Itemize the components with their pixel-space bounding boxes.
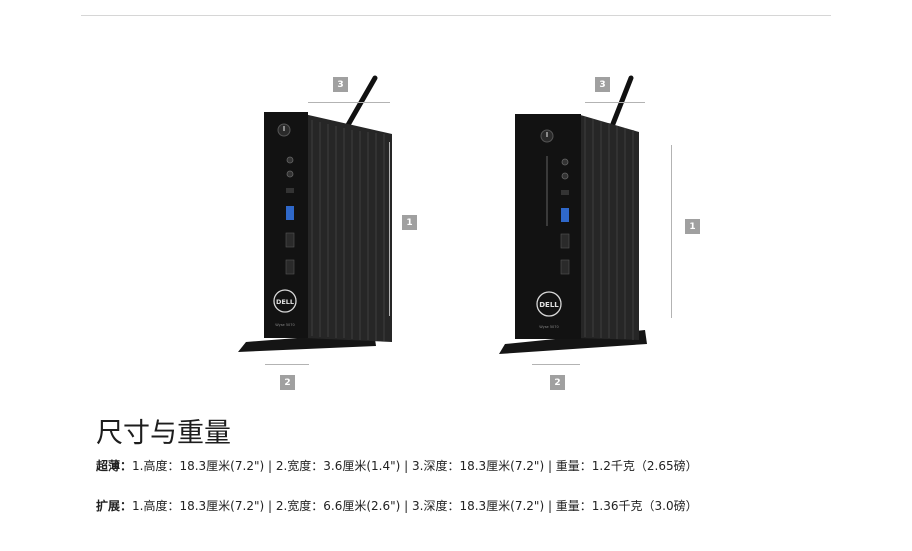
- width-line: [532, 364, 580, 365]
- width-line: [265, 364, 309, 365]
- depth-badge: 3: [333, 77, 348, 92]
- height-line: [389, 142, 390, 316]
- extended-client-illustration: DELL Wyse 5070: [499, 75, 647, 354]
- height-badge: 1: [402, 215, 417, 230]
- thin-client-illustration: DELL Wyse 5070: [238, 75, 392, 352]
- depth-badge: 3: [595, 77, 610, 92]
- model-label: Wyse 5070: [539, 325, 558, 329]
- depth-line: [585, 102, 645, 103]
- spec-label: 扩展：: [96, 499, 133, 513]
- extended-client-figure: DELL Wyse 5070 3 1 2: [495, 70, 735, 400]
- spec-row-thin: 超薄：1.高度：18.3厘米(7.2") | 2.宽度：3.6厘米(1.4") …: [96, 457, 698, 474]
- height-line: [671, 145, 672, 318]
- thin-client-figure: DELL Wyse 5070 3 1 2: [232, 70, 472, 400]
- section-heading: 尺寸与重量: [96, 418, 231, 449]
- width-badge: 2: [280, 375, 295, 390]
- dell-logo-text: DELL: [276, 298, 294, 306]
- spec-text: 1.高度：18.3厘米(7.2") | 2.宽度：3.6厘米(1.4") | 3…: [132, 459, 698, 473]
- model-label: Wyse 5070: [275, 323, 294, 327]
- height-badge: 1: [685, 219, 700, 234]
- spec-text: 1.高度：18.3厘米(7.2") | 2.宽度：6.6厘米(2.6") | 3…: [132, 499, 698, 513]
- width-badge: 2: [550, 375, 565, 390]
- spec-row-extended: 扩展：1.高度：18.3厘米(7.2") | 2.宽度：6.6厘米(2.6") …: [96, 497, 698, 514]
- spec-label: 超薄：: [96, 459, 133, 473]
- dell-logo-text: DELL: [539, 301, 559, 309]
- depth-line: [308, 102, 390, 103]
- top-divider: [81, 15, 831, 16]
